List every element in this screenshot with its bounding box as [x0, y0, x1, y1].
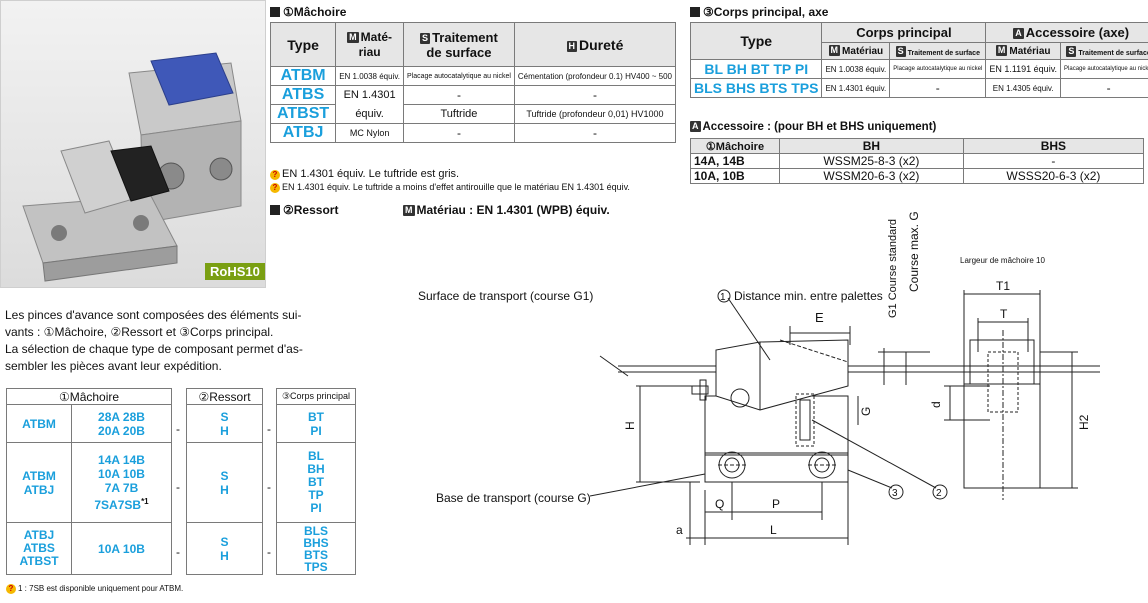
acc-header-jaw: ①Mâchoire — [690, 138, 780, 154]
callout-2: 2 — [936, 488, 942, 499]
combo-header-body: ③Corps principal — [276, 388, 356, 405]
acc-bh: WSSM20-6-3 (x2) — [779, 168, 964, 184]
jaw-material: EN 1.4301 — [335, 85, 404, 105]
intro-line: sembler les pièces avant leur expédition… — [5, 359, 222, 373]
combo-type: ATBM — [6, 404, 72, 443]
acc-bhs: WSSS20-6-3 (x2) — [962, 168, 1145, 184]
label-jaw-width: Largeur de mâchoire 10 — [960, 256, 1045, 265]
combo-header-jaw: ①Mâchoire — [6, 388, 172, 405]
tip-icon: ? — [270, 183, 280, 193]
acc-table: ①Mâchoire BH BHS 14A, 14B WSSM25-8-3 (x2… — [690, 138, 1145, 184]
jaw-note-1: ?EN 1.4301 équiv. Le tuftride est gris. — [270, 168, 459, 180]
combo-footnote: ?1 : 7SB est disponible uniquement pour … — [6, 584, 183, 594]
combo-dash: - — [176, 480, 180, 494]
dim-T: T — [1000, 307, 1008, 321]
callout-3: 3 — [892, 488, 898, 499]
combo-dash: - — [176, 422, 180, 436]
jaw-note-2: ?EN 1.4301 équiv. Le tuftride a moins d'… — [270, 182, 630, 193]
accessory-icon: A — [690, 121, 701, 132]
section-square-icon — [690, 7, 700, 17]
label-min-distance: Distance min. entre palettes — [734, 289, 883, 303]
body-type: BLS BHS BTS TPS — [689, 78, 823, 98]
combo-body-table: ③Corps principal — [276, 388, 356, 405]
dim-P: P — [772, 497, 780, 511]
label-course-max: Course max. G — [907, 211, 921, 292]
dim-H2: H2 — [1077, 414, 1091, 430]
label-transport-base: Base de transport (course G) — [436, 491, 591, 505]
acc-jaw: 14A, 14B — [690, 153, 780, 169]
rohs-badge: RoHS10 — [205, 263, 265, 280]
intro-line: vants : ①Mâchoire, ②Ressort et ③Corps pr… — [5, 325, 274, 339]
tip-icon: ? — [6, 584, 16, 594]
jaw-hardness: - — [513, 123, 677, 143]
tip-icon: ? — [270, 170, 280, 180]
intro-line: La sélection de chaque type de composant… — [5, 342, 303, 356]
section-square-icon — [270, 205, 280, 215]
jaw-section-title: ①Mâchoire — [270, 5, 346, 19]
combo-header-spring: ②Ressort — [186, 388, 263, 405]
material-icon: M — [403, 205, 415, 216]
dim-H: H — [623, 421, 637, 430]
spring-section-title: ②Ressort — [270, 203, 338, 217]
dim-Q: Q — [715, 497, 724, 511]
body-section-title: ③Corps principal, axe — [690, 5, 828, 19]
jaw-header-type: Type — [269, 22, 337, 67]
callout-1: 1 — [720, 292, 726, 303]
dim-T1: T1 — [996, 279, 1010, 293]
product-illustration — [22, 52, 242, 282]
jaw-type: ATBS — [269, 85, 337, 105]
acc-header-bh: BH — [779, 138, 964, 154]
dim-G: G — [859, 407, 873, 416]
acc-surface: - — [1060, 78, 1148, 98]
combo-dash: - — [176, 545, 180, 559]
combo-spring-table: ②Ressort — [186, 388, 263, 405]
combo-dash: - — [267, 545, 271, 559]
intro-text: Les pinces d'avance sont composées des é… — [5, 307, 355, 375]
dim-d: d — [929, 401, 943, 408]
acc-header-bhs: BHS — [962, 138, 1145, 154]
label-transport-surface: Surface de transport (course G1) — [418, 289, 593, 303]
intro-line: Les pinces d'avance sont composées des é… — [5, 308, 302, 322]
acc-jaw: 10A, 10B — [690, 168, 780, 184]
section-square-icon — [270, 7, 280, 17]
dim-E: E — [815, 310, 824, 325]
body-surface: - — [889, 78, 987, 98]
combo-dash: - — [267, 422, 271, 436]
label-course-standard: G1 Course standard — [887, 219, 899, 318]
acc-bh: WSSM25-8-3 (x2) — [779, 153, 964, 169]
combo-jaw-table: ①Mâchoire — [6, 388, 172, 405]
jaw-type: ATBJ — [269, 123, 337, 143]
product-photo: RoHS10 — [0, 0, 266, 288]
combo-sizes: 10A 10B — [71, 522, 172, 575]
combo-dash: - — [267, 480, 271, 494]
dim-L: L — [770, 523, 777, 537]
dim-a: a — [676, 523, 683, 537]
body-type: BL BH BT TP PI — [689, 59, 823, 79]
